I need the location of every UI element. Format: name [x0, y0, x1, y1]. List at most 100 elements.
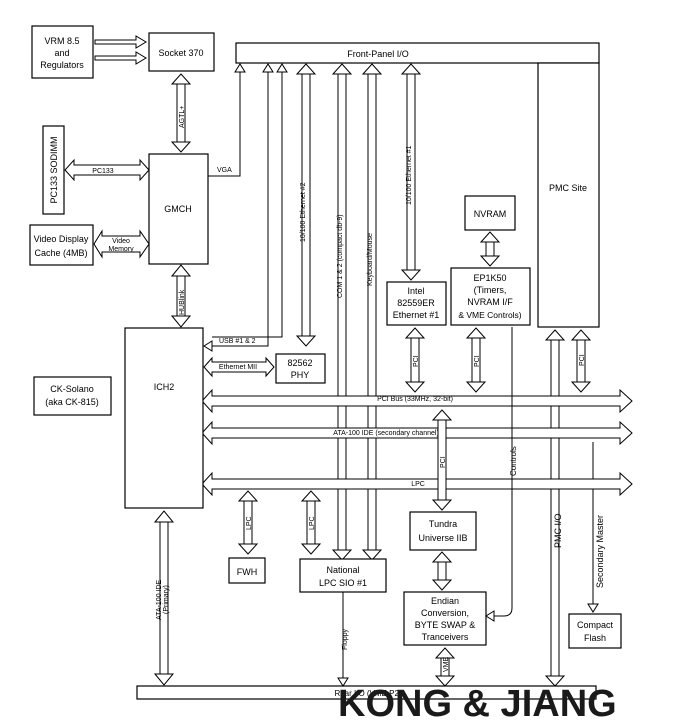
ich2-block [124, 327, 204, 509]
compact-flash-label-1: Compact [577, 620, 614, 630]
controls-line [492, 327, 513, 617]
phy-block [275, 353, 326, 384]
ata-primary-label-2: (Primary) [163, 585, 170, 614]
lpc-sio-label-1: National [326, 565, 359, 575]
hublink-arrow-head-bottom [170, 315, 192, 328]
pci-bus [201, 388, 633, 414]
tundra-endian-arrow-head-top [431, 551, 453, 563]
sodimm-label: PC133 SODIMM [49, 136, 59, 203]
com-label: COM 1 & 2 (compact db-9) [337, 214, 344, 298]
ata-secondary-bus [201, 420, 633, 446]
eth1-label: 10/100 Ethernet #1 [406, 145, 413, 205]
pci-ep-arrow-head-top [465, 327, 487, 339]
kong-jiang-logo: KONG & JIANG [338, 683, 617, 725]
vga-label: VGA [217, 167, 232, 174]
pci-ep-label: PCI [474, 355, 481, 367]
pmc-site-block [537, 62, 600, 328]
agtl-arrow-head-top [170, 73, 192, 85]
gmch-block [148, 153, 209, 265]
ep1k50-label-3: NVRAM I/F [467, 297, 513, 307]
ata-primary-label-1: ATA-100 IDE [156, 579, 163, 620]
eth2-label: 10/100 Ethernet #2 [300, 182, 307, 242]
vrm-block [31, 25, 94, 79]
vrm-label-3: Regulators [40, 60, 84, 70]
tundra-block [409, 511, 477, 551]
pc133-arrow [64, 158, 150, 182]
ep1k50-label-4: & VME Controls) [458, 310, 521, 320]
eth2-arrow-head-top [295, 63, 317, 75]
phy-label-1: 82562 [287, 358, 312, 368]
ata-secondary-label: ATA-100 IDE (secondary channel) [333, 430, 439, 437]
floppy-arrow-head [337, 677, 349, 687]
socket-370-label: Socket 370 [158, 48, 203, 58]
lpc-sio-arrow-head-bottom [300, 543, 322, 555]
vrm-socket-arrow-2 [94, 51, 147, 65]
usb-label: USB #1 & 2 [219, 338, 256, 345]
tundra-endian-arrow-shaft [437, 559, 447, 583]
agtl-arrow-head-bottom [170, 141, 192, 153]
vme-label: VME [443, 657, 450, 673]
eth1-arrow-head-top [400, 63, 422, 75]
intel-label-3: Ethernet #1 [393, 310, 440, 320]
controls-label: Controls [509, 446, 518, 476]
usb-line [212, 70, 269, 347]
lpc-sio-label-2: LPC SIO #1 [319, 578, 367, 588]
floppy-label: Floppy [342, 628, 349, 650]
pci-tundra-label: PCI [440, 456, 447, 468]
hublink-label: HUBlink [179, 289, 186, 315]
lpc-bus [201, 471, 633, 497]
pci-tundra-arrow-head-top [431, 409, 453, 421]
endian-label-3: BYTE SWAP & [415, 620, 476, 630]
kbd-arrow-head-bottom [361, 549, 383, 561]
pmc-io-arrow-head-bottom [544, 675, 566, 687]
lpc-fwh-arrow-head-bottom [237, 543, 259, 555]
kbd-arrow-head-top [361, 63, 383, 75]
fwh-label: FWH [237, 567, 258, 577]
phy-usb-arrow-head [276, 63, 288, 73]
sec-master-label: Secondary Master [595, 515, 605, 588]
ata-primary-arrow-head-bottom [153, 673, 175, 686]
nvram-block [464, 195, 516, 231]
endian-label-2: Conversion, [421, 608, 469, 618]
pmc-site-label: PMC Site [549, 183, 587, 193]
intel-label-2: 82559ER [397, 298, 435, 308]
vrm-socket-arrow-1 [94, 35, 147, 49]
lpc-sio-block [299, 558, 387, 593]
video-cache-label-1: Video Display [34, 234, 89, 244]
intel-82559er-block [386, 281, 447, 326]
eth1-arrow-head-bottom [400, 269, 422, 281]
compact-flash-block [568, 613, 622, 649]
vme-arrow-head-top [434, 647, 456, 659]
endian-block [403, 591, 487, 646]
video-memory-arrow [93, 229, 150, 259]
endian-label-1: Endian [431, 596, 459, 606]
nvram-ep-arrow-head-bottom [479, 255, 501, 267]
ck-solano-label-2: (aka CK-815) [45, 397, 99, 407]
usb-arrow-head-top [262, 63, 274, 73]
front-panel-io-block [235, 42, 600, 64]
pci-intel-arrow-head-bottom [404, 381, 426, 393]
socket-370-block [148, 32, 215, 72]
video-cache-label-2: Cache (4MB) [34, 248, 87, 258]
front-panel-io-label: Front-Panel I/O [347, 49, 409, 59]
tundra-endian-arrow-head-bottom [431, 579, 453, 591]
tundra-label-1: Tundra [429, 519, 457, 529]
sec-master-arrow-head [587, 603, 599, 613]
pmc-io-arrow-shaft [550, 337, 560, 679]
ck-solano-block [33, 376, 112, 416]
hublink-arrow-head-top [170, 264, 192, 277]
eth2-arrow-head-bottom [295, 335, 317, 347]
ck-solano-label-1: CK-Solano [50, 384, 94, 394]
controls-arrow-head [485, 610, 495, 622]
lpc-fwh-label: LPC [246, 516, 253, 530]
lpc-fwh-arrow-head-top [237, 490, 259, 502]
pci-pmc-arrow-head-top [570, 329, 592, 341]
pc133-label: PC133 [92, 168, 114, 175]
ata-primary-arrow-head-top [153, 510, 175, 523]
vrm-label-2: and [54, 48, 69, 58]
ep1k50-label-1: EP1K50 [473, 273, 506, 283]
lpc-sio-arrow-head-top [300, 490, 322, 502]
pci-pmc-arrow-head-bottom [570, 381, 592, 393]
lpc-bus-label: LPC [411, 481, 425, 488]
